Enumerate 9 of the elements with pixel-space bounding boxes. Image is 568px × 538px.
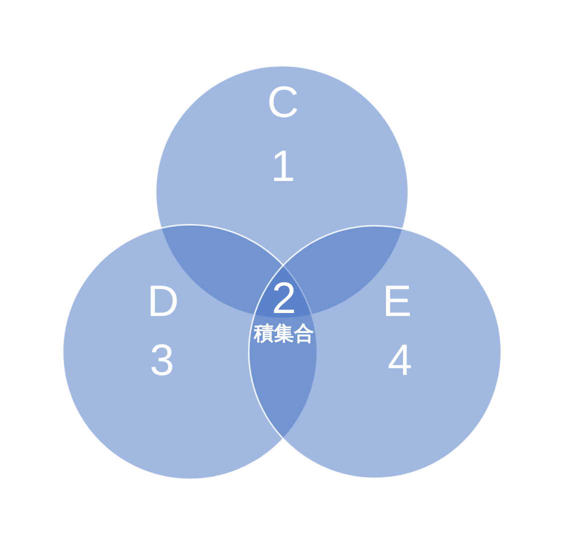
set-value: 3 (150, 339, 174, 383)
intersection-label: 積集合 (254, 324, 314, 344)
set-value: 4 (388, 339, 412, 383)
set-value: 1 (270, 145, 296, 189)
set-name: D (147, 280, 179, 324)
set-name: C (267, 81, 299, 125)
venn-circle (248, 225, 502, 479)
set-name: E (382, 280, 412, 324)
intersection-value: 2 (272, 277, 296, 321)
